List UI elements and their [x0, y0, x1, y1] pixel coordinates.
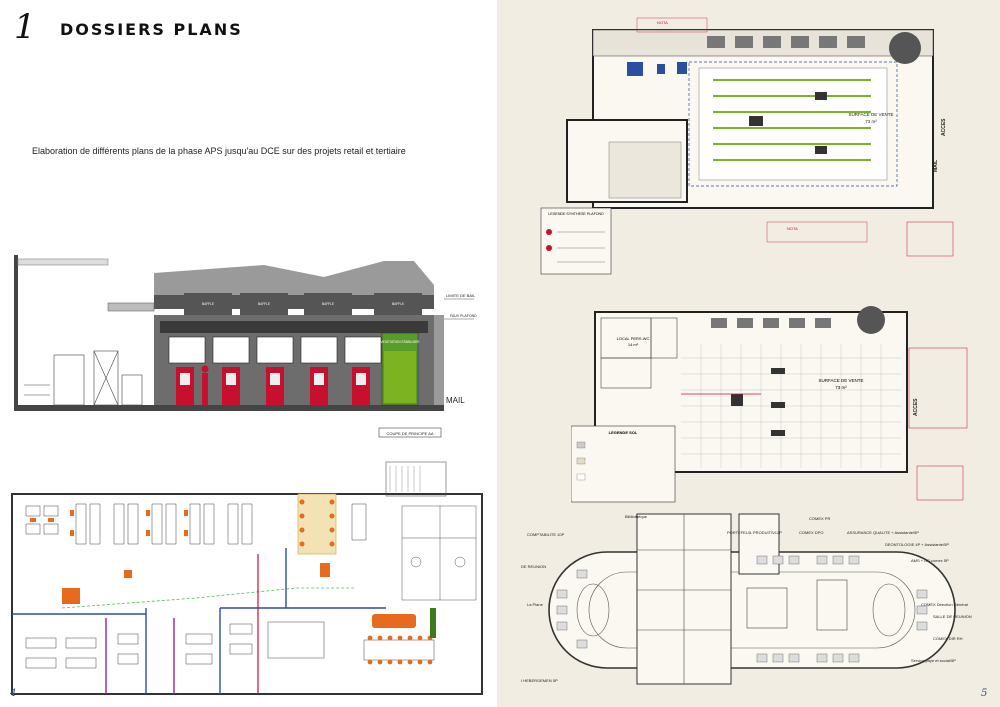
- page-number-right: 5: [981, 688, 988, 699]
- label-service-paye: Service paye et social/5P: [911, 658, 956, 663]
- intro-text: Elaboration de différents plans de la ph…: [32, 146, 406, 156]
- office-ring-plan: COMPTABILITE 10P COMEX PR PORTEFEUIL PRO…: [517, 510, 987, 690]
- acces-label-mid: ACCES: [913, 398, 919, 416]
- limite-bail-label: LIMITE DE BAIL: [446, 293, 476, 298]
- svg-text:BAFFLE: BAFFLE: [322, 302, 334, 306]
- floor-plan-drawing: LOCAL PERS.WC 14 m² SURFACE DE VENTE 73 …: [571, 298, 971, 510]
- label-de-reunion: DE REUNION: [521, 564, 546, 569]
- svg-text:BAFFLE: BAFFLE: [202, 302, 214, 306]
- svg-text:NOTA: NOTA: [787, 226, 798, 231]
- label-assurance-qualite: ASSURANCE QUALITE + Assistante/5P: [847, 530, 919, 535]
- label-deontologie: DEONTOLOGIE 4P + Assistante/5P: [885, 542, 949, 547]
- local-area: 14 m²: [628, 342, 639, 347]
- surface-area-mid: 73 m²: [835, 385, 847, 390]
- vegetation-label: VEGETATION STABILISEE: [381, 340, 420, 344]
- left-page: 1 DOSSIERS PLANS Elaboration de différen…: [0, 0, 497, 707]
- cut-label: COUPE DE PRINCIPE AA: [386, 431, 433, 436]
- section-number: 1: [14, 7, 36, 47]
- surface-area-top: 73 m²: [865, 119, 877, 124]
- ceiling-legend-title: LEGENDE SYNTHESE PLAFOND: [548, 212, 604, 216]
- office-floor-plan: [6, 458, 492, 698]
- label-comex-dpo: COMEX DPO: [799, 530, 823, 535]
- section-elevation-drawing: BAFFLE BAFFLE BAFFLE BAFFLE VEGETATION STAB…: [14, 255, 484, 440]
- svg-text:NOTA: NOTA: [657, 20, 668, 25]
- surface-label-mid: SURFACE DE VENTE: [818, 378, 863, 383]
- right-page: NOTA NOTA LEGENDE SYNTHESE PLAFOND SURFA…: [497, 0, 1000, 707]
- page-number-left: 4: [10, 688, 17, 699]
- page-title: DOSSIERS PLANS: [60, 20, 243, 39]
- svg-text:BAFFLE: BAFFLE: [392, 302, 404, 306]
- label-hebergement: I HEBERGEMEN 5P: [521, 678, 558, 683]
- label-comex-dg: COMEX Direction Général: [921, 602, 968, 607]
- mail-label-top: MAIL: [933, 160, 939, 172]
- svg-text:BAFFLE: BAFFLE: [258, 302, 270, 306]
- label-salle-reunion: SALLE DE REUNION: [933, 614, 972, 619]
- label-comex-dir-rh: COMEX DIR RH: [933, 636, 963, 641]
- floor-legend-title: LEGENDE SOL: [609, 430, 638, 435]
- label-comex-pr: COMEX PR: [809, 516, 830, 521]
- ceiling-plan-drawing: NOTA NOTA LEGENDE SYNTHESE PLAFOND SURFA…: [537, 12, 967, 280]
- acces-label-top: ACCES: [941, 118, 947, 136]
- label-portefeuil: PORTEFEUIL PRODUITS/12P: [727, 530, 782, 535]
- local-label: LOCAL PERS.WC: [617, 336, 650, 341]
- faux-plafond-label: FAUX PLAFOND: [450, 314, 477, 318]
- label-la-plane: La Plane: [527, 602, 544, 607]
- label-ams: AMS + DS comex 5P: [911, 558, 949, 563]
- label-comptabilite: COMPTABILITE 10P: [527, 532, 565, 537]
- surface-label-top: SURFACE DE VENTE: [848, 112, 893, 117]
- label-bibliotheque: Bibliothèque: [625, 514, 648, 519]
- mail-label: MAIL: [446, 396, 465, 405]
